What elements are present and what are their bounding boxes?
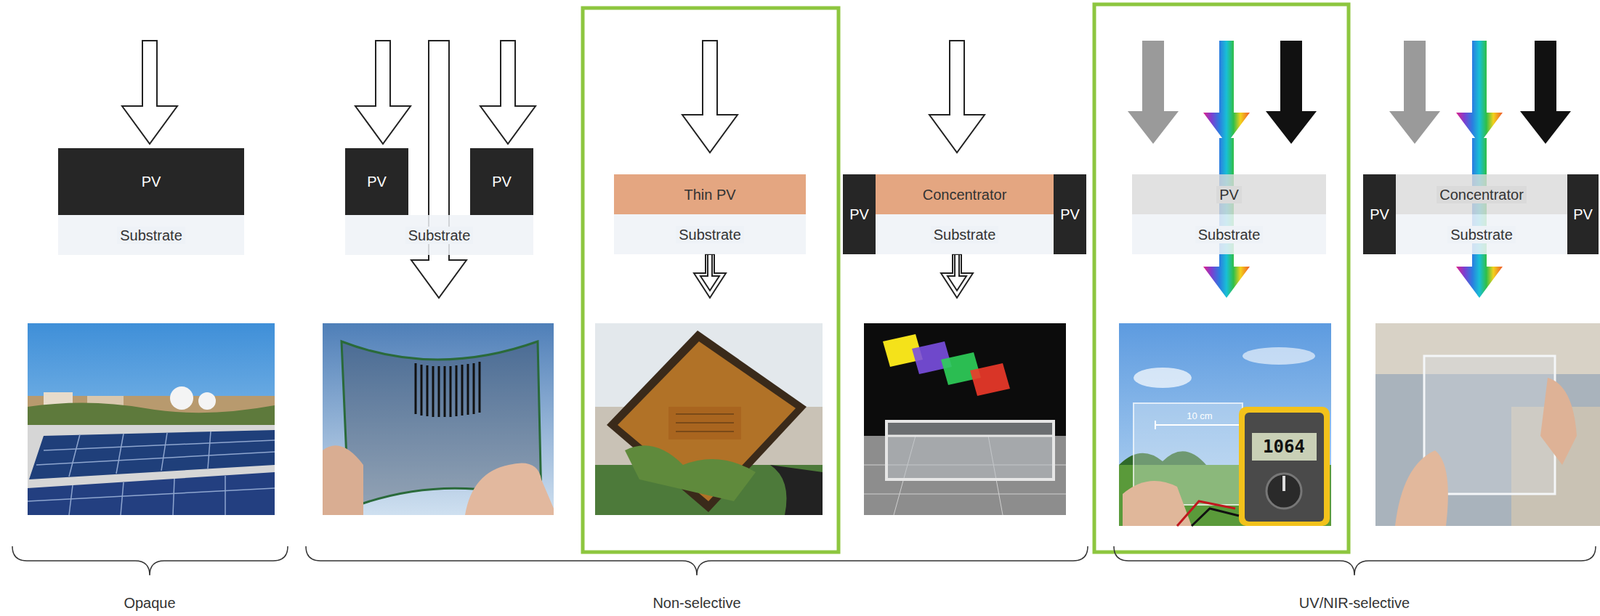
substrate-layer: Substrate: [1395, 214, 1568, 255]
pv-layer: PV: [1132, 174, 1327, 215]
highlight-frame: [1094, 4, 1349, 553]
visible-arrows: [1203, 40, 1503, 298]
thin-pv-layer: Thin PV: [613, 174, 806, 215]
photo-transparent-cell-multimeter: [1118, 323, 1332, 527]
layer-label: PV: [1366, 205, 1393, 224]
layer-label: Substrate: [675, 225, 745, 244]
layer-label: Thin PV: [680, 186, 739, 204]
layer-label: Substrate: [1195, 225, 1264, 244]
substrate-layer: Substrate: [1132, 214, 1327, 255]
edge-pv: PV: [1567, 174, 1599, 255]
layer-label: Concentrator: [919, 186, 1010, 204]
meter-reading: 1064: [1260, 436, 1308, 458]
pv-layer: PV: [58, 148, 245, 216]
layer-label: Substrate: [1447, 225, 1516, 244]
substrate-layer: Substrate: [875, 214, 1054, 255]
layer-label: Concentrator: [1436, 186, 1527, 204]
substrate-layer: Substrate: [58, 215, 245, 256]
group-label: UV/NIR-selective: [1297, 595, 1412, 612]
substrate-layer: Substrate: [613, 214, 806, 255]
concentrator-layer: Concentrator: [875, 174, 1054, 215]
group-label: Opaque: [121, 595, 178, 612]
layer-label: PV: [846, 205, 872, 224]
uv-nir-arrows: [1127, 40, 1571, 144]
edge-pv: PV: [1053, 174, 1087, 255]
light-arrows: [122, 40, 985, 298]
layer-label: PV: [1570, 205, 1596, 224]
group-brackets: [12, 546, 1596, 576]
scale-label: 10 cm: [1184, 410, 1215, 422]
layer-label: PV: [1057, 205, 1083, 224]
highlight-frame: [582, 7, 839, 553]
pv-layer: PV: [345, 148, 409, 216]
layer-label: Substrate: [405, 226, 474, 245]
concentrator-layer: Concentrator: [1395, 174, 1568, 215]
group-label: Non-selective: [650, 595, 743, 612]
pv-layer: PV: [470, 148, 534, 216]
layer-label: PV: [489, 172, 515, 191]
edge-pv: PV: [842, 174, 876, 255]
layer-label: PV: [138, 172, 165, 191]
layer-label: Substrate: [930, 225, 1000, 244]
photo-rooftop-panels: [27, 323, 275, 516]
layer-label: PV: [364, 172, 390, 191]
substrate-layer: Substrate: [345, 215, 534, 256]
photo-tinted-window: [595, 323, 823, 516]
photo-concentrator-plates: [863, 323, 1066, 516]
layer-label: PV: [1216, 186, 1242, 204]
layer-label: Substrate: [116, 226, 186, 245]
photo-flexible-film: [322, 323, 554, 516]
photo-clear-sheet: [1375, 323, 1600, 527]
edge-pv: PV: [1363, 174, 1396, 255]
